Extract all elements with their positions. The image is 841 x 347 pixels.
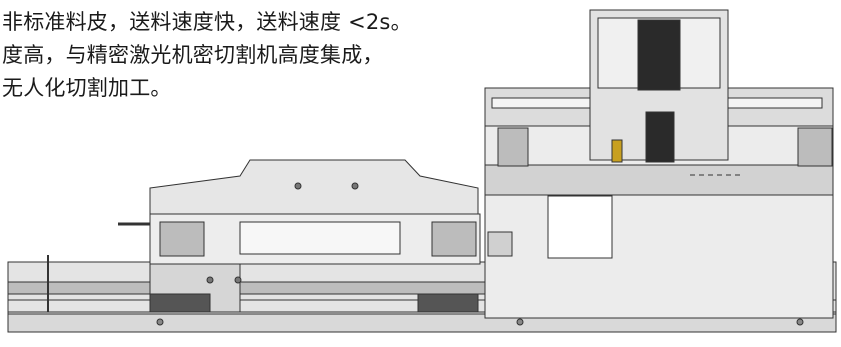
right-clamp-right [797,127,833,167]
roller-upper [637,19,681,91]
guide-shoe-right [417,293,479,313]
carriage-clamp-right [431,221,477,257]
right-clamp-left [497,127,529,167]
carriage-top [149,159,479,215]
caption-line-3: 无人化切割加工。 [2,76,172,100]
caption-line-2: 度高，与精密激光机密切割机高度集成， [2,43,384,67]
caption-line-1: 非标准料皮，送料速度快，送料速度 <2s。 [2,10,412,34]
caption-text: 非标准料皮，送料速度快，送料速度 <2s。 度高，与精密激光机密切割机高度集成，… [2,6,412,105]
slot-cutout [547,195,613,259]
guide-shoe-left [149,293,211,313]
carriage-clamp-left [159,221,205,257]
roller-lower [645,111,675,163]
